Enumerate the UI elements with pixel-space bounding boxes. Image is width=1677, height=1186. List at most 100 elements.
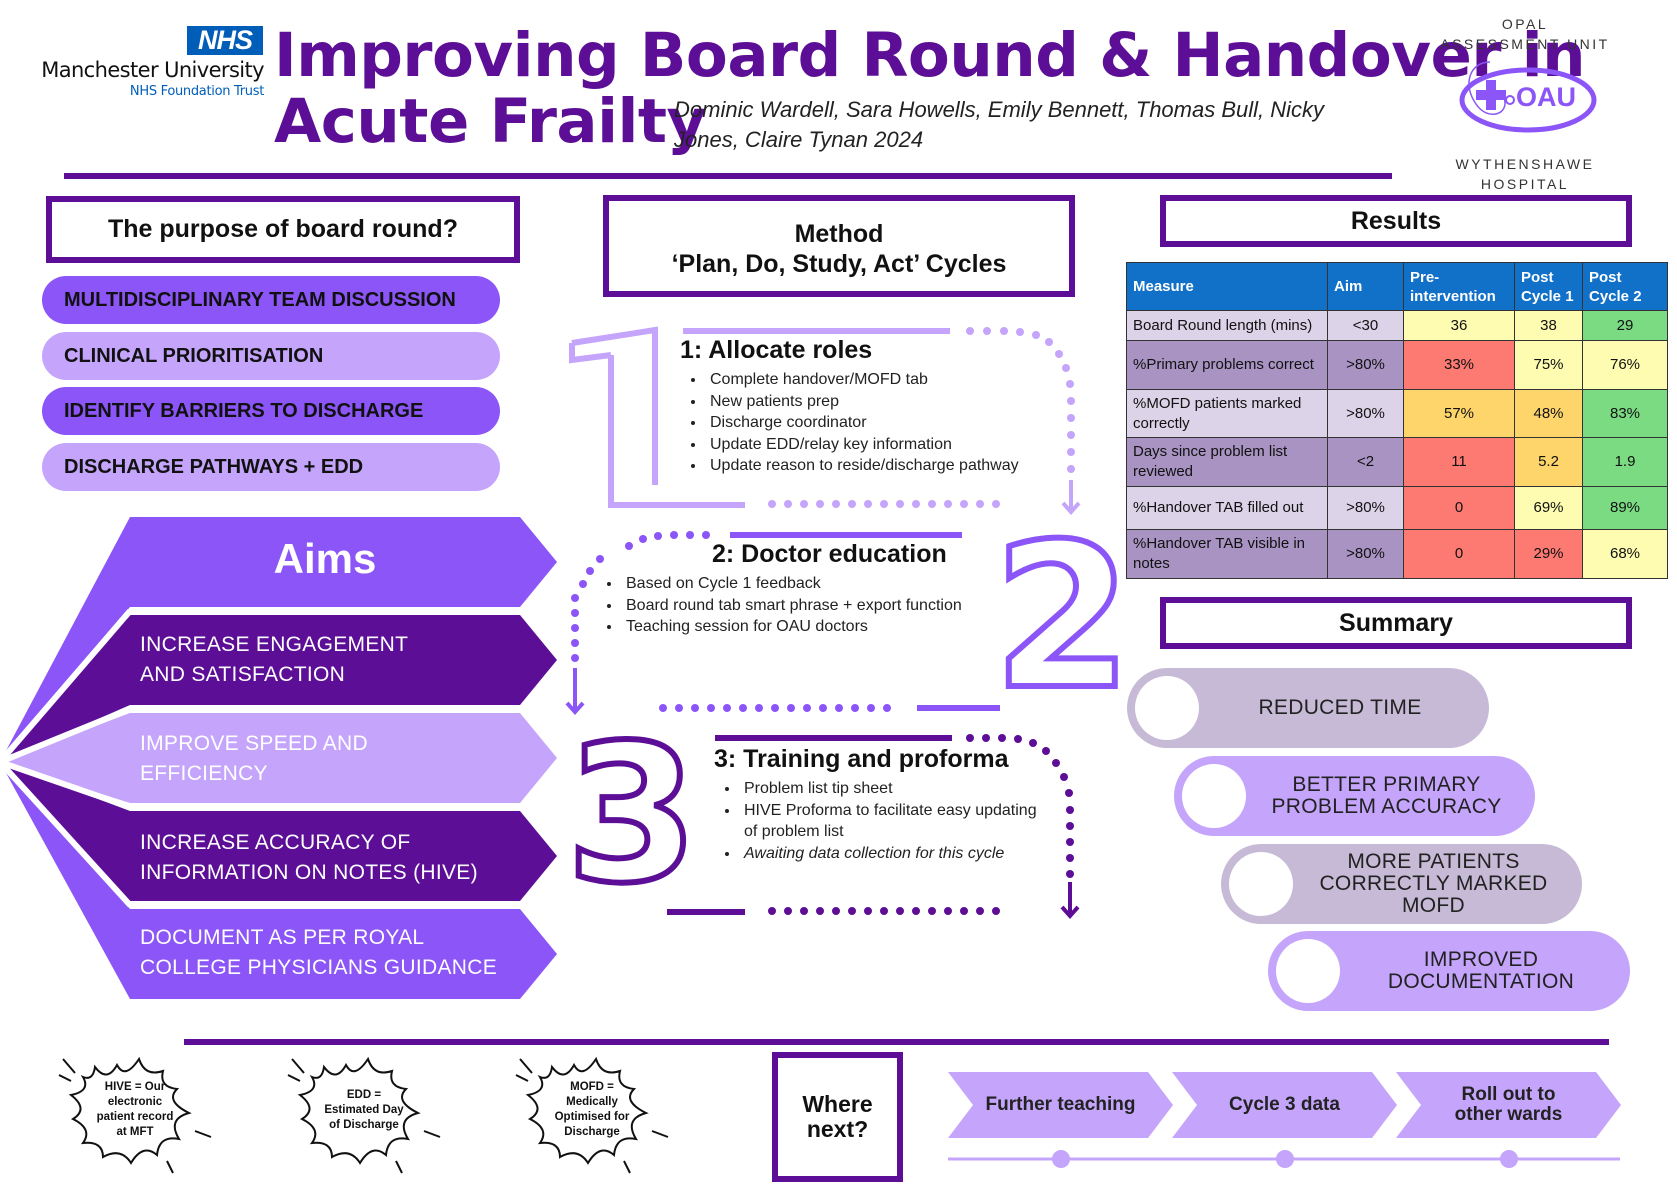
aims-fan-wedge (0, 713, 130, 803)
where-next-step: Roll out to other wards (1396, 1072, 1621, 1138)
pre-intervention-cell: 0 (1403, 486, 1515, 530)
timeline-dot (1052, 1150, 1070, 1168)
aim-item: IMPROVE SPEED AND EFFICIENCY (140, 729, 368, 789)
aim-item-line1: INCREASE ACCURACY OF (140, 831, 411, 854)
oau-logo-top-line2: ASSESSMENT UNIT (1440, 36, 1610, 52)
organisation-subtitle: NHS Foundation Trust (129, 84, 264, 99)
step-chevron (1172, 1072, 1397, 1138)
bullet-item: HIVE Proforma to facilitate easy updatin… (740, 800, 1054, 843)
summary-item-text: BETTER PRIMARY PROBLEM ACCURACY (1271, 773, 1502, 818)
post-cycle-1-cell: 48% (1514, 389, 1583, 438)
aims-bar (130, 909, 557, 999)
oau-logo-top-line1: OPAL (1501, 16, 1549, 32)
timeline-dot (1500, 1150, 1518, 1168)
measure-cell: Days since problem list reviewed (1126, 437, 1328, 487)
summary-bullet-circle (1276, 939, 1340, 1003)
arrow-down-icon (1061, 480, 1081, 516)
bullet-item: Problem list tip sheet (740, 778, 1054, 800)
pre-intervention-cell: 36 (1403, 310, 1515, 341)
purpose-item: MULTIDISCIPLINARY TEAM DISCUSSION (42, 276, 500, 324)
step-chevron (1396, 1072, 1621, 1138)
aims-bar (130, 517, 557, 607)
timeline-dot (1276, 1150, 1294, 1168)
measure-cell: %Primary problems correct (1126, 340, 1328, 390)
aims-fan-wedge (0, 762, 130, 999)
aim-cell: >80% (1327, 340, 1404, 390)
pdsa-cycle-connectors (565, 326, 1081, 920)
purpose-heading: The purpose of board round? (46, 196, 520, 263)
purpose-item: IDENTIFY BARRIERS TO DISCHARGE (42, 387, 500, 435)
method-heading: Method ‘Plan, Do, Study, Act’ Cycles (603, 195, 1075, 297)
aim-item: INCREASE ACCURACY OF INFORMATION ON NOTE… (140, 828, 478, 888)
bullet-item: Update EDD/relay key information (706, 434, 1080, 456)
where-next-step: Further teaching (948, 1072, 1173, 1138)
oau-emblem: OAU (1440, 54, 1610, 140)
cycle-2-title: 2: Doctor education (712, 540, 947, 568)
summary-item: REDUCED TIME (1127, 668, 1489, 748)
column-header: Pre-intervention (1403, 262, 1515, 311)
aim-item-line1: INCREASE ENGAGEMENT (140, 633, 409, 656)
organisation-name: Manchester University (41, 58, 264, 82)
results-heading: Results (1160, 195, 1632, 247)
purpose-item: DISCHARGE PATHWAYS + EDD (42, 443, 500, 491)
post-cycle-2-cell: 89% (1582, 486, 1668, 530)
measure-cell: %Handover TAB visible in notes (1126, 529, 1328, 579)
summary-heading: Summary (1160, 597, 1632, 649)
bullet-item: Board round tab smart phrase + export fu… (622, 595, 1016, 617)
oau-emblem-icon (1459, 61, 1597, 133)
summary-item: BETTER PRIMARY PROBLEM ACCURACY (1174, 756, 1535, 836)
summary-item-text: MORE PATIENTS CORRECTLY MARKED MOFD (1319, 850, 1548, 917)
cycle-2-dotted-path (571, 531, 891, 712)
glossary-burst: EDD = Estimated Day of Discharge (284, 1045, 444, 1175)
pre-intervention-cell: 11 (1403, 437, 1515, 487)
cycle-1: 1: Allocate roles Complete handover/MOFD… (680, 336, 1080, 477)
measure-cell: %MOFD patients marked correctly (1126, 389, 1328, 438)
bullet-item: Discharge coordinator (706, 412, 1080, 434)
bullet-item: Teaching session for OAU doctors (622, 616, 1016, 638)
post-cycle-2-cell: 29 (1582, 310, 1668, 341)
oau-badge-text: OAU (1516, 82, 1576, 112)
bottom-divider (184, 1039, 1609, 1045)
summary-item-text: REDUCED TIME (1258, 696, 1422, 719)
measure-cell: Board Round length (mins) (1126, 310, 1328, 341)
aims-bar (130, 615, 557, 705)
summary-item-text: IMPROVED DOCUMENTATION (1387, 948, 1575, 993)
glossary-edd: EDD = Estimated Day of Discharge (324, 1088, 404, 1131)
aim-item-line2: AND SATISFACTION (140, 663, 346, 686)
aim-item-line2: COLLEGE PHYSICIANS GUIDANCE (140, 956, 498, 979)
speech-burst-icon (287, 1056, 441, 1174)
bullet-item: Update reason to reside/discharge pathwa… (706, 455, 1080, 477)
nhs-logo: NHS (187, 26, 263, 55)
oau-logo: OPAL ASSESSMENT UNIT OAU WYTHENSHAWE HOS… (1440, 14, 1610, 192)
post-cycle-2-cell: 1.9 (1582, 437, 1668, 487)
cycle-3: 3: Training and proforma Problem list ti… (714, 745, 1054, 864)
summary-bullet-circle (1229, 852, 1293, 916)
column-header: Aim (1327, 262, 1404, 311)
measure-cell: %Handover TAB filled out (1126, 486, 1328, 530)
cycle-1-number-outline (569, 326, 745, 508)
poster-title-line2: Acute Frailty (274, 86, 706, 157)
bullet-item: New patients prep (706, 391, 1080, 413)
summary-bullet-circle (1182, 764, 1246, 828)
aim-item-line1: IMPROVE SPEED AND (140, 732, 368, 755)
summary-item: MORE PATIENTS CORRECTLY MARKED MOFD (1221, 844, 1582, 924)
cycle-3-bullets: Problem list tip sheet HIVE Proforma to … (714, 778, 1054, 864)
glossary-mofd: MOFD = Medically Optimised for Discharge (554, 1081, 630, 1138)
method-heading-line2: ‘Plan, Do, Study, Act’ Cycles (671, 250, 1007, 278)
aim-cell: >80% (1327, 529, 1404, 579)
summary-item: IMPROVED DOCUMENTATION (1268, 931, 1630, 1011)
cycle-1-title: 1: Allocate roles (680, 336, 873, 364)
speech-burst-icon (58, 1056, 212, 1174)
where-next-heading: Where next? (772, 1052, 903, 1182)
step-label: Roll out to other wards (1454, 1084, 1563, 1125)
summary-bullet-circle (1135, 676, 1199, 740)
results-row: %Primary problems correct>80%33%75%76% (1126, 340, 1668, 390)
aim-item-line2: INFORMATION ON NOTES (HIVE) (140, 861, 478, 884)
step-label: Further teaching (985, 1094, 1136, 1115)
step-label: Cycle 3 data (1229, 1094, 1340, 1115)
oau-logo-bottom-line2: HOSPITAL (1480, 176, 1570, 192)
step-chevron (948, 1072, 1173, 1138)
